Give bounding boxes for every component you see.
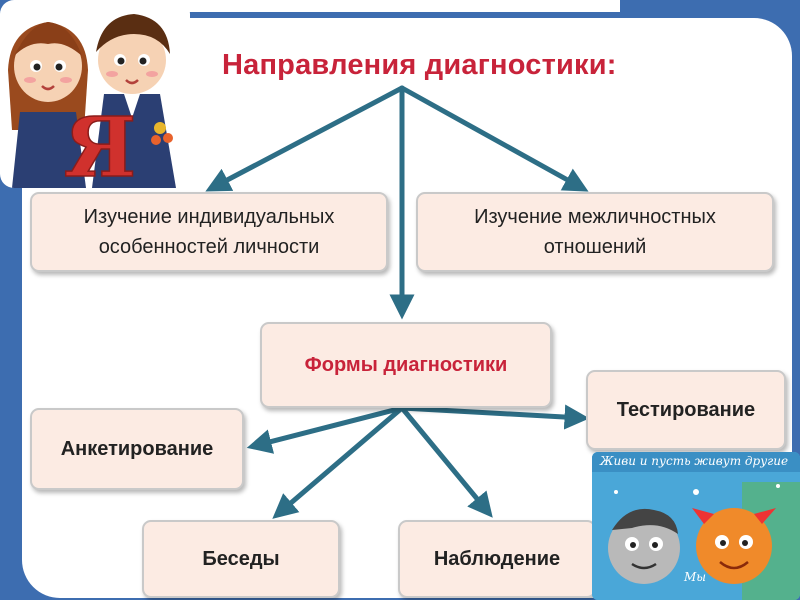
box-forms-label: Формы диагностики xyxy=(305,350,508,380)
box-interpersonal-study: Изучение межличностных отношений xyxy=(416,192,774,272)
box-individual-study: Изучение индивидуальных особенностей лич… xyxy=(30,192,388,272)
arrow-to-individual xyxy=(212,88,402,188)
box-individual-line2: особенностей личности xyxy=(84,232,335,262)
box-individual-line1: Изучение индивидуальных xyxy=(84,202,335,232)
box-observation-label: Наблюдение xyxy=(434,544,560,574)
box-conversations: Беседы xyxy=(142,520,340,598)
illustration-caption: Мы xyxy=(684,570,706,584)
box-observation: Наблюдение xyxy=(398,520,596,598)
illustration-banner-text: Живи и пусть живут другие xyxy=(600,454,788,468)
box-testing-label: Тестирование xyxy=(617,395,755,425)
arrow-to-interpersonal xyxy=(402,88,582,188)
children-faces-illustration: Живи и пусть живут другие Мы xyxy=(592,452,800,600)
box-survey: Анкетирование xyxy=(30,408,244,490)
box-forms: Формы диагностики xyxy=(260,322,552,408)
box-conversations-label: Беседы xyxy=(202,544,279,574)
arrow-to-testing xyxy=(402,408,582,418)
arrow-to-observation xyxy=(402,408,488,512)
box-testing: Тестирование xyxy=(586,370,786,450)
box-interpersonal-line2: отношений xyxy=(474,232,716,262)
box-survey-label: Анкетирование xyxy=(61,434,214,464)
box-interpersonal-line1: Изучение межличностных xyxy=(474,202,716,232)
